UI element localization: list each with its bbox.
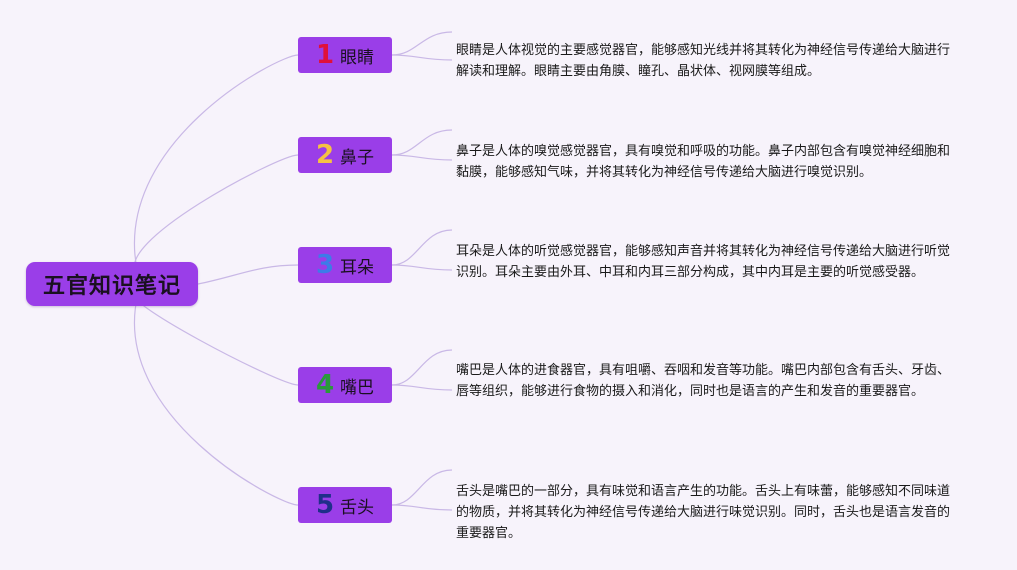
connector-branch-desc-bottom-1 (391, 54, 453, 61)
connector-branch-desc-bottom-5 (391, 504, 453, 511)
branch-description-2: 鼻子是人体的嗅觉感觉器官，具有嗅觉和呼吸的功能。鼻子内部包含有嗅觉神经细胞和黏膜… (456, 144, 951, 180)
branch-number-2: 2 (315, 140, 335, 170)
branch-node-2[interactable]: 2 鼻子 (298, 137, 392, 173)
branch-number-1: 1 (315, 40, 335, 70)
branch-label-3: 耳朵 (340, 257, 375, 278)
connector-branch-desc-top-4 (391, 349, 453, 386)
branch-number-3: 3 (315, 250, 335, 280)
root-title: 五官知识笔记 (42, 274, 181, 299)
connector-root-branch-1 (134, 54, 299, 275)
branch-label-4: 嘴巴 (340, 377, 375, 398)
branch-node-5[interactable]: 5 舌头 (298, 487, 392, 523)
branch-description-4: 嘴巴是人体的进食器官，具有咀嚼、吞咽和发音等功能。嘴巴内部包含有舌头、牙齿、唇等… (456, 363, 951, 399)
connector-branch-desc-top-3 (391, 229, 453, 266)
connector-root-branch-5 (134, 293, 299, 506)
root-node[interactable]: 五官知识笔记 (26, 262, 198, 306)
branch-node-4[interactable]: 4 嘴巴 (298, 367, 392, 403)
branch-description-3: 耳朵是人体的听觉感觉器官，能够感知声音并将其转化为神经信号传递给大脑进行听觉识别… (456, 244, 951, 280)
branch-description-1: 眼睛是人体视觉的主要感觉器官，能够感知光线并将其转化为神经信号传递给大脑进行解读… (456, 43, 951, 79)
branch-description-5: 舌头是嘴巴的一部分，具有味觉和语言产生的功能。舌头上有味蕾，能够感知不同味道的物… (456, 484, 951, 541)
branch-node-3[interactable]: 3 耳朵 (298, 247, 392, 283)
connector-branch-desc-bottom-3 (391, 264, 453, 271)
connector-root-branch-2 (134, 154, 299, 275)
connector-branch-desc-bottom-4 (391, 384, 453, 391)
branch-label-1: 眼睛 (340, 47, 375, 68)
connector-branch-desc-top-1 (391, 31, 453, 56)
branch-label-5: 舌头 (340, 497, 375, 518)
branch-number-4: 4 (315, 370, 335, 400)
connector-root-branch-3 (197, 264, 299, 285)
branch-label-2: 鼻子 (340, 147, 375, 168)
connector-branch-desc-top-2 (391, 129, 453, 156)
connector-root-branch-4 (134, 293, 299, 386)
connector-branch-desc-bottom-2 (391, 154, 453, 161)
connector-branch-desc-top-5 (391, 469, 453, 506)
branch-number-5: 5 (315, 490, 335, 520)
branch-node-1[interactable]: 1 眼睛 (298, 37, 392, 73)
